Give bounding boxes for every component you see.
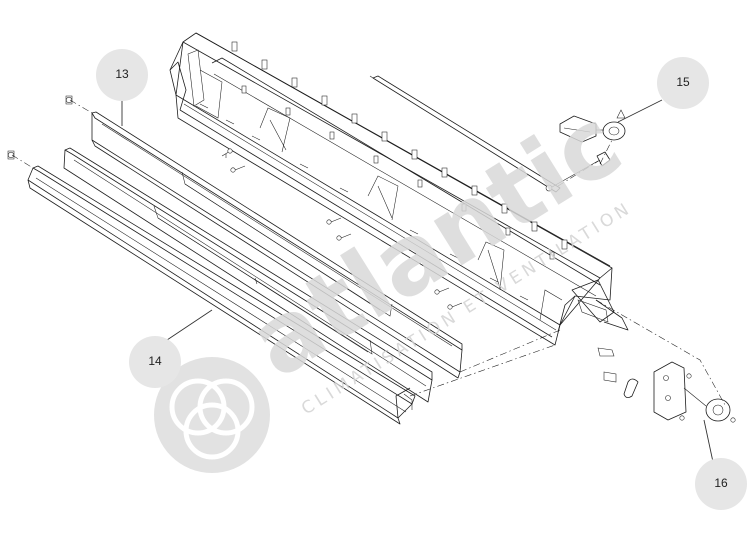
callout-15-label: 15	[676, 75, 690, 89]
callout-13[interactable]: 13	[96, 49, 148, 101]
part-16-motor-assembly	[597, 347, 736, 423]
atlantic-logo-icon	[154, 357, 270, 473]
part-14-grille	[63, 147, 433, 403]
callout-14-label: 14	[148, 354, 162, 368]
callout-14[interactable]: 14	[129, 336, 181, 388]
top-clips	[231, 41, 568, 260]
part-14-base-profile	[27, 165, 416, 425]
callout-16[interactable]: 16	[695, 458, 747, 510]
part-15-rod-assembly	[369, 75, 626, 193]
part-13-front-panel	[91, 111, 463, 379]
callout-13-label: 13	[115, 67, 129, 81]
screws	[7, 95, 463, 310]
callout-15[interactable]: 15	[657, 57, 709, 109]
alignment-lines	[11, 99, 726, 406]
atlantic-watermark: atlantic CLIMATISATION ET VENTILATION	[154, 86, 640, 473]
main-chassis	[169, 32, 629, 346]
callout-16-label: 16	[714, 476, 728, 490]
